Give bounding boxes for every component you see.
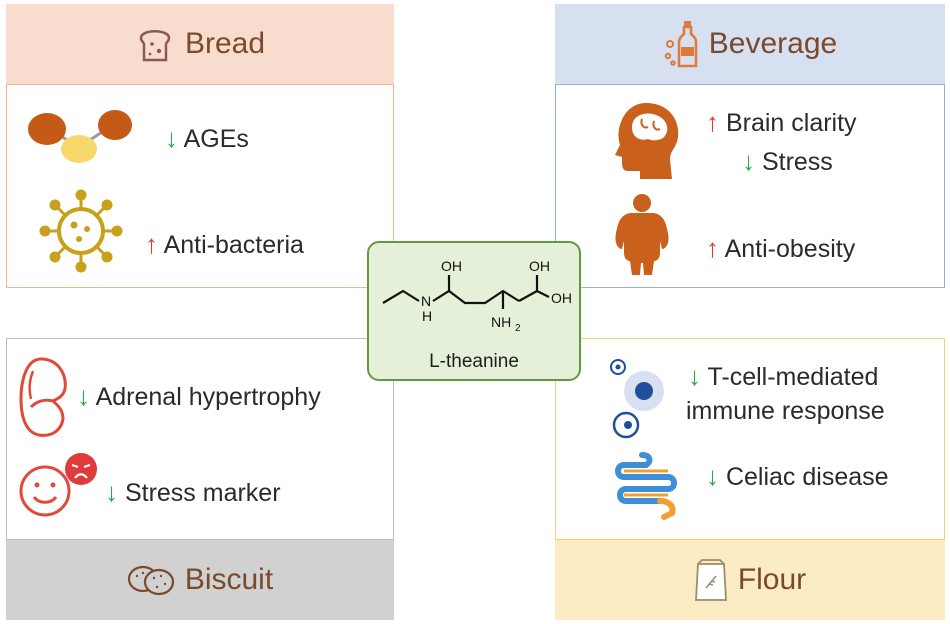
biscuit-item-1: ↓ Adrenal hypertrophy: [77, 381, 321, 411]
mol-nh-sub: 2: [515, 323, 521, 334]
flour-item-1-continued: immune response: [686, 397, 885, 425]
l-theanine-label: L-theanine: [429, 351, 519, 372]
intestine-icon: [615, 452, 677, 520]
mol-nh: NH: [491, 314, 511, 330]
biscuit-icon: [127, 565, 174, 596]
mol-h: H: [422, 308, 432, 324]
mol-oh-3: OH: [551, 290, 572, 306]
biscuit-title: Biscuit: [184, 563, 274, 596]
flour-item-2: ↓ Celiac disease: [706, 461, 889, 491]
bread-header: Bread: [6, 4, 394, 84]
bread-panel: ↓ AGEs ↑ Anti-bacteria: [6, 84, 394, 288]
beverage-title: Beverage: [708, 27, 838, 60]
bread-item-1: ↓ AGEs: [165, 123, 249, 153]
down-arrow-icon: ↓: [77, 381, 90, 411]
up-arrow-icon: ↑: [706, 233, 719, 263]
flour-header: Flour: [555, 540, 945, 620]
biscuit-header: Biscuit: [6, 540, 394, 620]
bread-item-2: ↑ Anti-bacteria: [145, 229, 304, 259]
beverage-panel: ↑ Brain clarity ↓ Stress ↑ Anti-obesity: [555, 84, 945, 288]
stressed-face-icon: [19, 453, 97, 517]
mol-oh-1: OH: [441, 258, 462, 274]
l-theanine-box: OH N H OH OH NH 2 L-theanine: [367, 241, 581, 381]
bread-icon: [139, 30, 171, 62]
flour-title: Flour: [737, 563, 807, 596]
biscuit-item-2: ↓ Stress marker: [105, 477, 281, 507]
bread-title: Bread: [184, 27, 266, 60]
beverage-item-3: ↑ Anti-obesity: [706, 233, 856, 263]
down-arrow-icon: ↓: [165, 123, 178, 153]
kidney-icon: [19, 357, 67, 437]
flour-panel: ↓ T-cell-mediated immune response ↓ Celi…: [555, 338, 945, 540]
down-arrow-icon: ↓: [706, 461, 719, 491]
beverage-item-1: ↑ Brain clarity: [706, 107, 857, 137]
virus-icon: [39, 189, 123, 273]
flour-item-1: ↓ T-cell-mediated: [688, 361, 879, 391]
molecule-icon: [28, 110, 132, 163]
head-brain-icon: [615, 103, 679, 179]
mol-oh-2: OH: [529, 258, 550, 274]
beverage-item-2: ↓ Stress: [742, 146, 833, 176]
down-arrow-icon: ↓: [742, 146, 755, 176]
down-arrow-icon: ↓: [105, 477, 118, 507]
up-arrow-icon: ↑: [706, 107, 719, 137]
flour-bag-icon: [694, 559, 727, 601]
obese-body-icon: [615, 194, 669, 275]
biscuit-panel: ↓ Adrenal hypertrophy ↓ Stress marker: [6, 338, 394, 540]
cell-icon: [610, 359, 664, 439]
bottle-icon: [664, 21, 698, 68]
down-arrow-icon: ↓: [688, 361, 701, 391]
up-arrow-icon: ↑: [145, 229, 158, 259]
mol-n: N: [421, 293, 431, 309]
beverage-header: Beverage: [555, 4, 945, 84]
molecule-structure: OH N H OH OH NH 2: [382, 258, 572, 334]
